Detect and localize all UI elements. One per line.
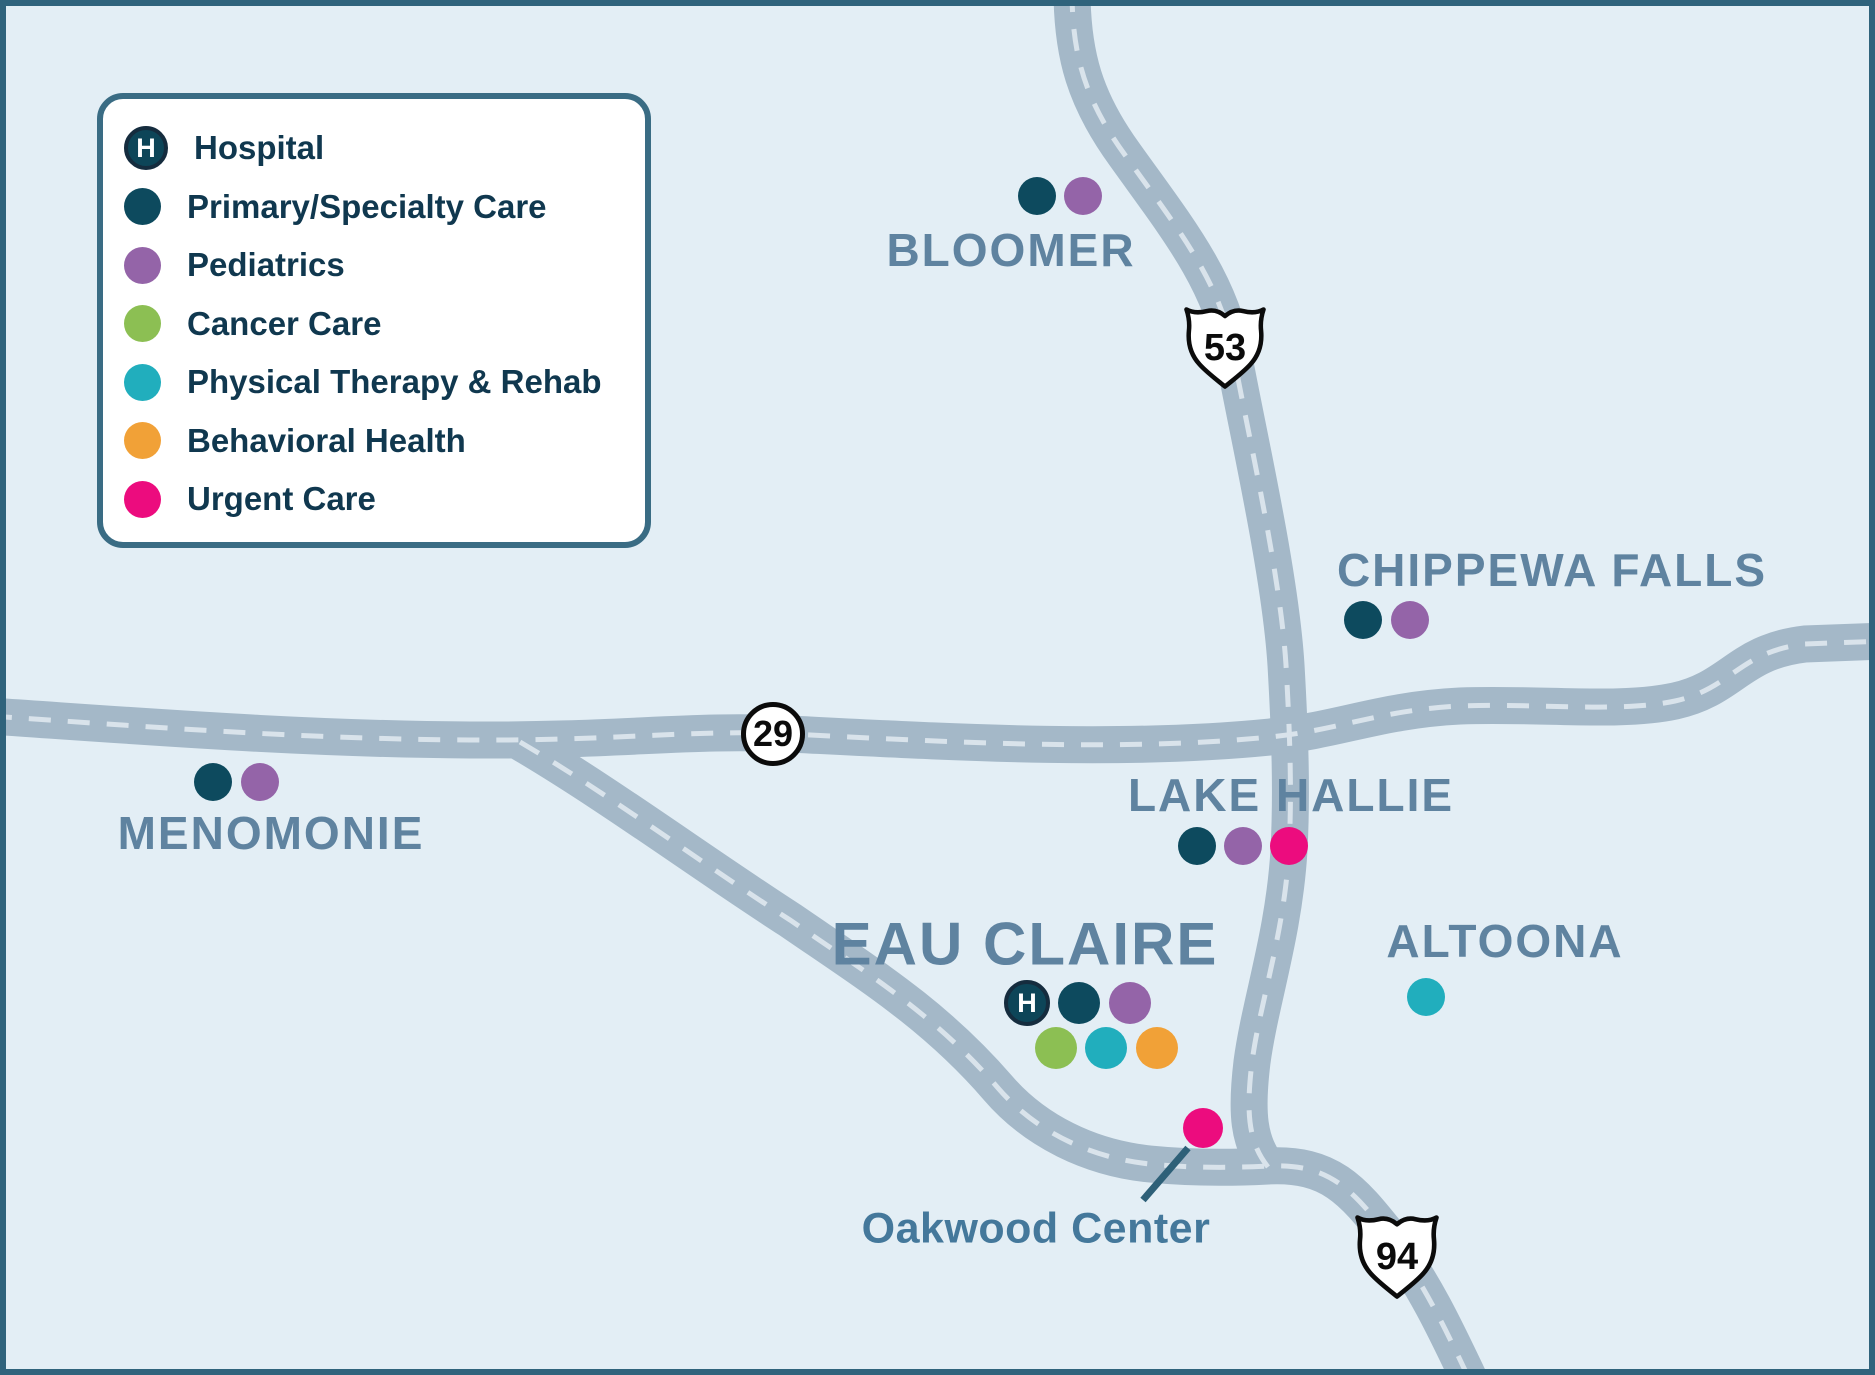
city-label-chippewa-falls: CHIPPEWA FALLS <box>1336 544 1768 596</box>
oakwood-center-urgent-marker[interactable] <box>1183 1108 1223 1148</box>
legend-row-cancer: Cancer Care <box>103 299 645 349</box>
highway-94-shield: 94 <box>1355 1215 1439 1299</box>
legend-item-label: Hospital <box>194 129 325 166</box>
hospital-icon: H <box>124 126 168 170</box>
urgent-dot-icon <box>124 480 161 518</box>
cancer-dot-icon <box>124 305 161 342</box>
legend-row-urgent: Urgent Care <box>103 474 645 524</box>
city-label-menomonie: MENOMONIE <box>117 807 425 859</box>
highway-number: 53 <box>1203 327 1247 369</box>
city-label-eau-claire: EAU CLAIRE <box>831 910 1219 978</box>
primary-dot-icon <box>124 188 161 225</box>
legend-row-hospital: H Hospital <box>103 123 645 173</box>
bloomer-primary-marker[interactable] <box>1018 177 1056 215</box>
city-label-bloomer: BLOOMER <box>886 224 1136 276</box>
legend-row-pediatrics: Pediatrics <box>103 240 645 290</box>
lake-hallie-urgent-marker[interactable] <box>1270 827 1308 865</box>
legend-row-primary: Primary/Specialty Care <box>103 182 645 232</box>
behavioral-dot-icon <box>124 422 161 459</box>
highway-53-shield: 53 <box>1184 307 1266 389</box>
legend-row-pt: Physical Therapy & Rehab <box>103 357 645 407</box>
legend-item-label: Primary/Specialty Care <box>187 187 547 225</box>
eau-claire-pt-marker[interactable] <box>1085 1027 1127 1069</box>
legend-item-label: Behavioral Health <box>187 421 466 459</box>
us-shield-icon <box>1355 1215 1439 1299</box>
lake-hallie-primary-marker[interactable] <box>1178 827 1216 865</box>
altoona-pt-marker[interactable] <box>1407 978 1445 1016</box>
legend-item-label: Cancer Care <box>187 304 382 342</box>
highway-53-road <box>1053 0 1309 1179</box>
city-label-altoona: ALTOONA <box>1386 915 1624 967</box>
city-label-lake-hallie: LAKE HALLIE <box>1127 769 1455 821</box>
chippewa-falls-primary-marker[interactable] <box>1344 601 1382 639</box>
eau-claire-cancer-marker[interactable] <box>1035 1027 1077 1069</box>
lake-hallie-pediatrics-marker[interactable] <box>1224 827 1262 865</box>
pediatrics-dot-icon <box>124 246 161 284</box>
eau-claire-behavioral-marker[interactable] <box>1136 1027 1178 1069</box>
hospital-letter: H <box>136 132 156 163</box>
pt-dot-icon <box>124 363 161 401</box>
highway-29-centerline <box>0 638 1875 748</box>
highway-29-road <box>0 622 1875 764</box>
highway-53-centerline <box>1069 0 1293 1169</box>
legend-row-behavioral: Behavioral Health <box>103 416 645 466</box>
eau-claire-pediatrics-marker[interactable] <box>1109 982 1151 1024</box>
hospital-letter: H <box>1017 987 1037 1018</box>
legend-item-label: Pediatrics <box>187 246 345 283</box>
oakwood-center-label: Oakwood Center <box>861 1204 1211 1253</box>
chippewa-falls-pediatrics-marker[interactable] <box>1391 601 1429 639</box>
bloomer-pediatrics-marker[interactable] <box>1064 177 1102 215</box>
highway-29-badge: 29 <box>741 702 805 766</box>
legend-item-label: Urgent Care <box>187 480 376 517</box>
eau-claire-hospital-marker[interactable]: H <box>1004 980 1050 1026</box>
us-shield-icon <box>1184 307 1266 389</box>
highway-number: 94 <box>1375 1236 1419 1278</box>
menomonie-pediatrics-marker[interactable] <box>241 763 279 801</box>
menomonie-primary-marker[interactable] <box>194 763 232 801</box>
oakwood-leader-line <box>1140 1145 1191 1203</box>
eau-claire-primary-marker[interactable] <box>1058 982 1100 1024</box>
legend-item-label: Physical Therapy & Rehab <box>187 363 602 400</box>
